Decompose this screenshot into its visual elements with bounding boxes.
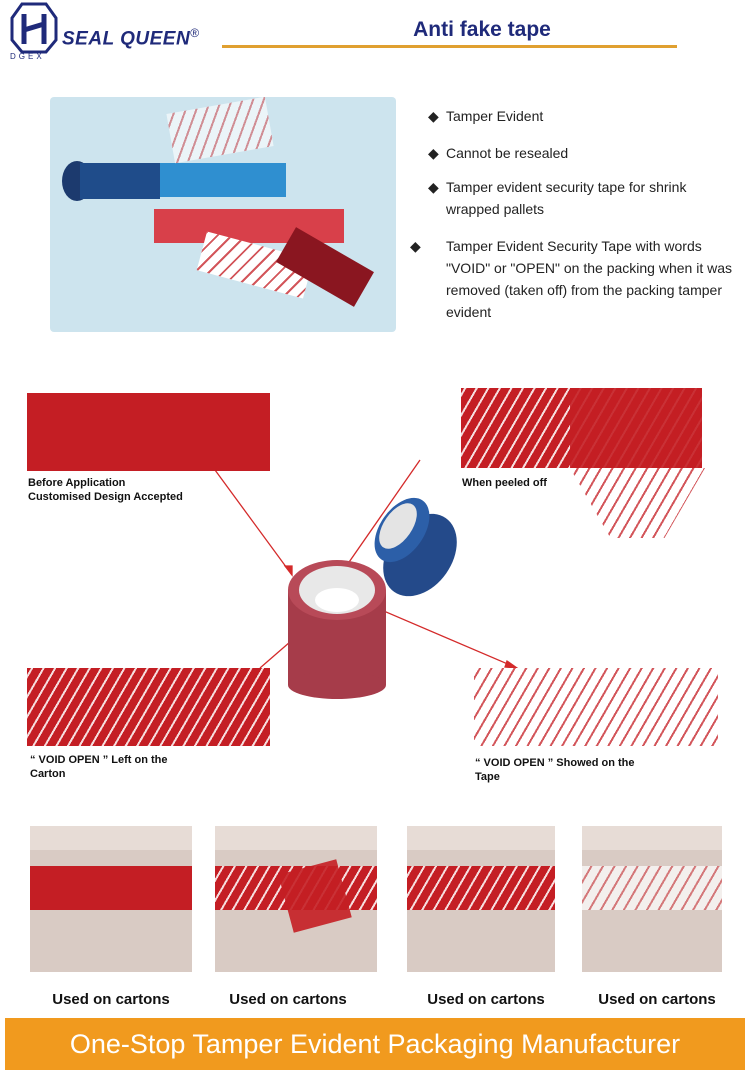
- before-application-sample: [27, 393, 270, 471]
- carton-line1: “ VOID OPEN ” Left on the: [30, 754, 168, 766]
- peeled-flap: [570, 388, 702, 468]
- carton-caption: Used on cartons: [598, 991, 716, 1008]
- feature-item: ◆ Tamper evident security tape for shrink…: [428, 176, 736, 220]
- diamond-bullet-icon: ◆: [428, 179, 439, 195]
- diamond-bullet-icon: ◆: [428, 145, 439, 161]
- carton-caption: Used on cartons: [229, 991, 347, 1008]
- void-left-on-carton-sample: [27, 668, 270, 746]
- brand-name: SEAL QUEEN®: [62, 26, 200, 50]
- carton-line2: Carton: [30, 768, 66, 780]
- before-line2: Customised Design Accepted: [28, 491, 183, 503]
- feature-item: ◆ Tamper Evident Security Tape with words…: [410, 235, 736, 323]
- carton-image: [30, 826, 192, 972]
- product-photo: [50, 97, 396, 332]
- brand-text: SEAL QUEEN: [62, 28, 191, 50]
- carton-image: [582, 826, 722, 972]
- tape-rolls-image: [288, 497, 457, 699]
- feature-text: Tamper Evident Security Tape with words …: [446, 238, 733, 320]
- feature-text: Tamper Evident: [446, 108, 544, 124]
- carton-caption: Used on cartons: [52, 991, 170, 1008]
- feature-text: Tamper evident security tape for shrink …: [446, 179, 687, 217]
- carton-caption: Used on cartons: [427, 991, 545, 1008]
- diamond-bullet-icon: ◆: [410, 238, 421, 254]
- title-divider: [222, 45, 677, 48]
- peeled-label: When peeled off: [462, 477, 547, 489]
- void-on-tape-sample: [474, 668, 718, 746]
- page-title: Anti fake tape: [413, 18, 551, 41]
- feature-item: ◆ Cannot be resealed: [428, 142, 738, 164]
- tape-line2: Tape: [475, 771, 500, 783]
- feature-text: Cannot be resealed: [446, 145, 569, 161]
- tape-line1: “ VOID OPEN ” Showed on the: [475, 757, 635, 769]
- carton-image: [215, 826, 377, 972]
- diamond-bullet-icon: ◆: [428, 108, 439, 124]
- registered-mark: ®: [190, 26, 200, 40]
- feature-item: ◆ Tamper Evident: [428, 105, 738, 127]
- logo-icon: [10, 2, 58, 54]
- brand-sub: DGEX: [10, 52, 45, 61]
- before-line1: Before Application: [28, 477, 126, 489]
- footer-banner: One-Stop Tamper Evident Packaging Manufa…: [5, 1018, 745, 1070]
- carton-image: [407, 826, 555, 972]
